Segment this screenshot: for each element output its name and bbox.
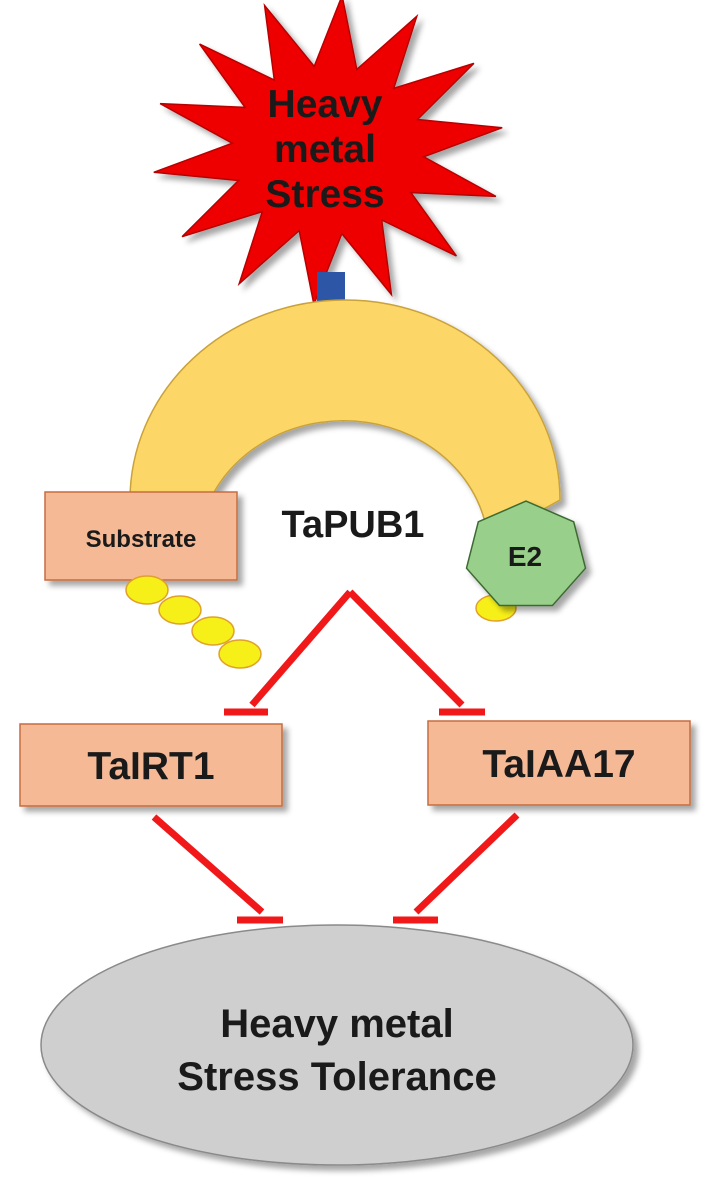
tairt1-label: TaIRT1 bbox=[87, 745, 214, 788]
ubiquitin-bead bbox=[191, 616, 235, 646]
burst-label-line-3: Stress bbox=[265, 173, 384, 216]
tolerance-label-line-2: Stress Tolerance bbox=[177, 1055, 496, 1099]
stress-tolerance-ellipse: Heavy metal Stress Tolerance bbox=[40, 924, 634, 1166]
taiaa17-label: TaIAA17 bbox=[482, 743, 635, 786]
tolerance-label-line-1: Heavy metal bbox=[220, 1002, 453, 1046]
inhibit-line-taiaa17-to-tolerance bbox=[413, 812, 520, 915]
e2-label: E2 bbox=[508, 541, 542, 572]
taiaa17-rect bbox=[427, 720, 691, 806]
tapub1-label: TaPUB1 bbox=[282, 504, 425, 546]
burst-label-line-1: Heavy bbox=[268, 83, 383, 126]
substrate-rect bbox=[44, 491, 238, 581]
tolerance-ellipse-shape bbox=[40, 924, 634, 1166]
inhibit-line-to-tairt1 bbox=[249, 589, 353, 708]
heavy-metal-stress-burst: Heavy metal Stress bbox=[153, 0, 503, 308]
ubiquitin-bead bbox=[218, 639, 262, 669]
tairt1-box: TaIRT1 bbox=[19, 723, 283, 807]
substrate-label: Substrate bbox=[86, 526, 197, 553]
tapub1-inhibition-lines bbox=[224, 589, 485, 716]
tolerance-inhibition-lines bbox=[151, 812, 520, 924]
taiaa17-box: TaIAA17 bbox=[427, 720, 691, 806]
ubiquitin-bead bbox=[158, 595, 202, 625]
tairt1-rect bbox=[19, 723, 283, 807]
ubiquitin-bead bbox=[125, 575, 169, 605]
tapub1-arc bbox=[129, 299, 561, 542]
e2-heptagon bbox=[465, 500, 587, 607]
inhibit-line-tairt1-to-tolerance bbox=[151, 814, 265, 915]
burst-label-line-2: metal bbox=[274, 128, 376, 171]
ubiquitin-chain bbox=[125, 575, 517, 669]
inhibit-line-to-taiaa17 bbox=[347, 589, 465, 708]
substrate-box: Substrate bbox=[44, 491, 238, 581]
e2-enzyme: E2 bbox=[465, 500, 587, 607]
